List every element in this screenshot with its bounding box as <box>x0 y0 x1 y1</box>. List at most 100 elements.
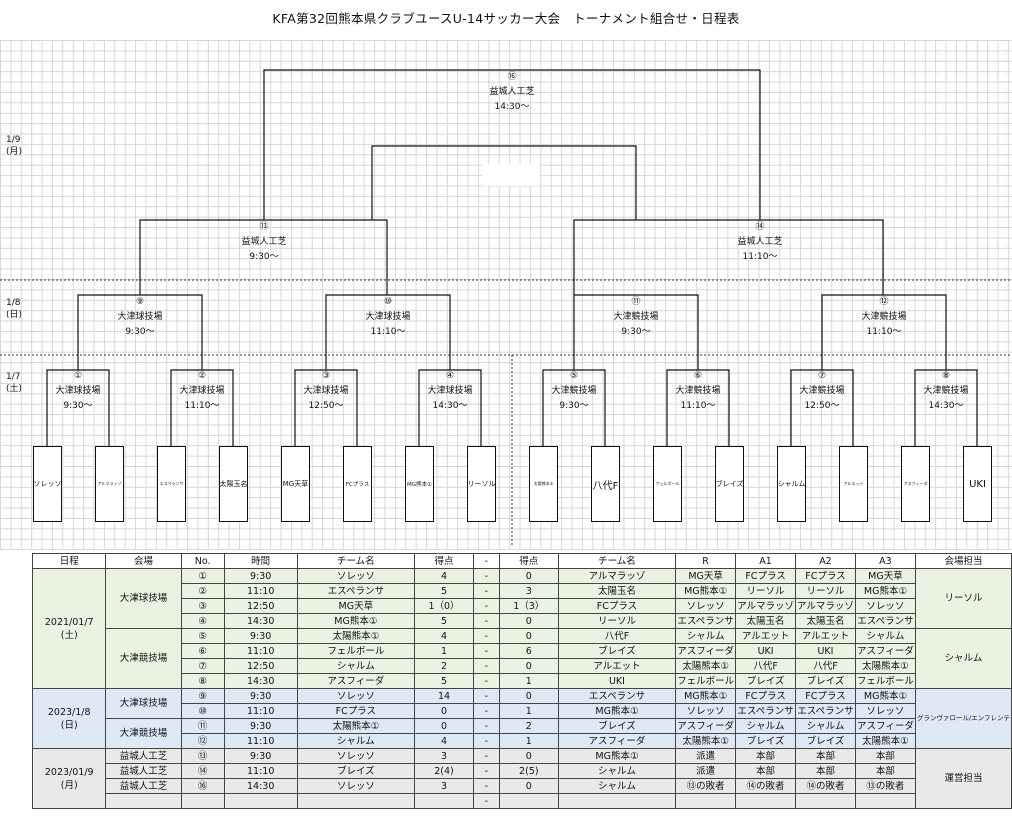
team-box-15: アスフィーダ <box>901 446 930 522</box>
cell-away: 八代F <box>557 628 677 644</box>
cell-a1 <box>735 793 797 809</box>
cell-r: ソレッソ <box>675 703 737 719</box>
team-box-6: FCプラス <box>343 446 372 522</box>
cell-a3: フェルボール <box>854 673 916 689</box>
cell-a1: FCプラス <box>735 568 797 584</box>
qf10-bracket-line <box>325 294 451 370</box>
cell-a2: FCプラス <box>795 568 856 584</box>
cell-a2 <box>795 793 856 809</box>
cell-as: 0 <box>498 748 559 764</box>
cell-time: 9:30 <box>223 688 298 704</box>
cell-time: 12:50 <box>223 598 298 614</box>
schedule-header-row: 日程 会場 No. 時間 チーム名 得点 - 得点 チーム名 R A1 A2 A… <box>31 553 1012 569</box>
cell-a2: ブレイズ <box>795 673 856 689</box>
cell-dash: - <box>473 763 500 779</box>
schedule-table: 日程 会場 No. 時間 チーム名 得点 - 得点 チーム名 R A1 A2 A… <box>31 553 1012 809</box>
cell-time: 9:30 <box>223 748 298 764</box>
cell-away: ブレイズ <box>557 718 677 734</box>
cell-time: 12:50 <box>223 658 298 674</box>
cell-dash: - <box>473 658 500 674</box>
cell-time: 11:10 <box>223 733 298 749</box>
cell-away: アルエット <box>557 658 677 674</box>
cell-a1: 八代F <box>735 658 797 674</box>
cell-a3: 太陽熊本① <box>854 658 916 674</box>
team-box-2: アルマラッゾ <box>95 446 124 522</box>
r1-bracket-line-8 <box>914 369 978 446</box>
cell-hs: 2 <box>413 658 475 674</box>
cell-r: 派遣 <box>675 748 737 764</box>
cell-as: 1（3） <box>498 598 559 614</box>
page-title: KFA第32回熊本県クラブユースU-14サッカー大会 トーナメント組合せ・日程表 <box>272 11 740 26</box>
cell-as <box>498 793 559 809</box>
cell-a1: シャルム <box>735 718 797 734</box>
venue-cell: 益城人工芝 <box>105 778 182 794</box>
cell-no: ⑫ <box>180 733 225 749</box>
cell-away: エスペランサ <box>557 688 677 704</box>
cell-r: フェルボール <box>675 673 737 689</box>
cell-home: ソレッソ <box>296 568 415 584</box>
cell-hs: 0 <box>413 718 475 734</box>
team-box-12: ブレイズ <box>715 446 744 522</box>
cell-hs: 3 <box>413 748 475 764</box>
third-place-line <box>371 145 637 220</box>
cell-no: ⑤ <box>180 628 225 644</box>
cell-hs: 0 <box>413 703 475 719</box>
cell-r: ソレッソ <box>675 598 737 614</box>
cell-home: 太陽熊本① <box>296 628 415 644</box>
cell-time: 11:10 <box>223 583 298 599</box>
team-box-10: 八代F <box>591 446 620 522</box>
cell-dash: - <box>473 673 500 689</box>
table-row: - <box>33 793 1012 809</box>
cell-a1: UKI <box>735 643 797 659</box>
cell-no: ⑥ <box>180 643 225 659</box>
cell-a3: ソレッソ <box>854 598 916 614</box>
cell-as: 0 <box>498 658 559 674</box>
team-box-16: UKI <box>963 446 992 522</box>
header-home-score: 得点 <box>413 553 475 569</box>
cell-no: ⑦ <box>180 658 225 674</box>
cell-a3: 本部 <box>854 763 916 779</box>
date-cell-day3: 2023/01/9(月) <box>31 748 107 809</box>
cell-r <box>675 793 737 809</box>
cell-time: 9:30 <box>223 628 298 644</box>
cell-home: フェルボール <box>296 643 415 659</box>
cell-as: 3 <box>498 583 559 599</box>
cell-a1: 太陽玉名 <box>735 613 797 629</box>
cell-dash: - <box>473 718 500 734</box>
header-no: No. <box>180 553 225 569</box>
header-a2: A2 <box>795 553 856 569</box>
tournament-bracket <box>0 69 1012 545</box>
cell-dash: - <box>473 748 500 764</box>
header-a1: A1 <box>735 553 797 569</box>
cell-no: ⑬ <box>180 748 225 764</box>
day-label-jan9: 1/9(月) <box>6 135 23 157</box>
cell-a2: 八代F <box>795 658 856 674</box>
semi1-bracket-line <box>139 219 388 295</box>
cell-a3: エスペランサ <box>854 613 916 629</box>
cell-time <box>223 793 298 809</box>
cell-a2: アルマラッゾ <box>795 598 856 614</box>
r1-bracket-line-3 <box>294 369 358 446</box>
header-away-team: チーム名 <box>557 553 677 569</box>
cell-a1: ブレイズ <box>735 733 797 749</box>
cell-hs: 2(4) <box>413 763 475 779</box>
cell-as: 2 <box>498 718 559 734</box>
qf11-bracket-line <box>573 294 699 370</box>
r1-bracket-line-4 <box>418 369 482 446</box>
cell-home: シャルム <box>296 658 415 674</box>
cell-as: 0 <box>498 568 559 584</box>
cell-a2: 本部 <box>795 748 856 764</box>
